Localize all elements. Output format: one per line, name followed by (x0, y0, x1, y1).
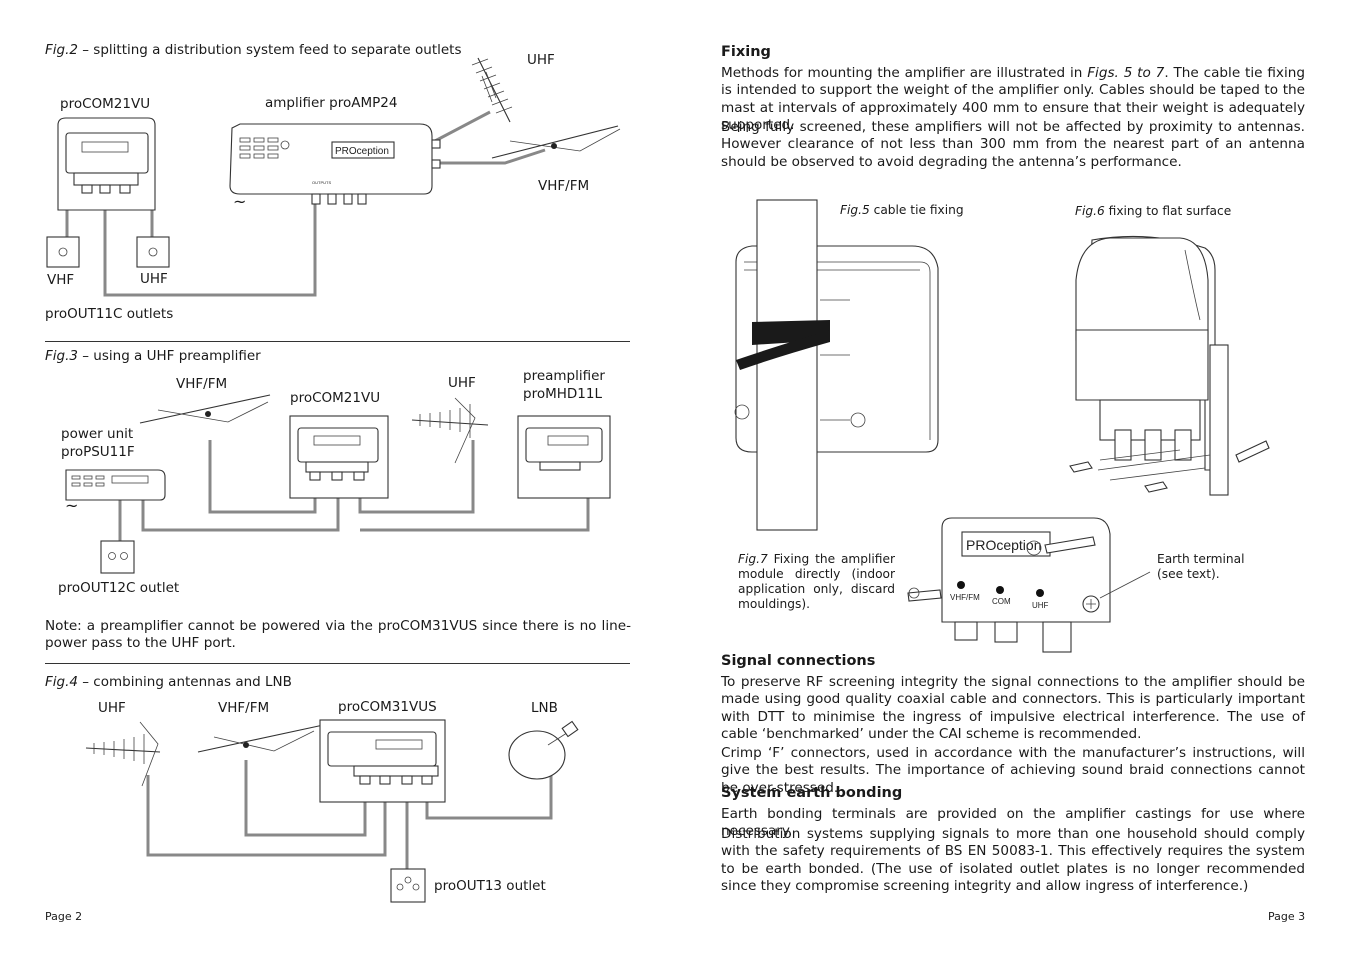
fig4-diagram (85, 719, 579, 903)
fig3-number: Fig.3 (45, 348, 78, 364)
signal-paragraph-1: To preserve RF screening integrity the s… (721, 674, 1305, 743)
fig7-earth-label-1: Earth terminal (1157, 552, 1245, 566)
fig4-outlet (390, 868, 426, 903)
fixing-figs-ref: Figs. 5 to 7 (1087, 65, 1165, 81)
fig3-outlet (100, 540, 135, 574)
fig2-vhf-antenna (491, 125, 621, 159)
fig6-caption: Fig.6 fixing to flat surface (1075, 204, 1232, 218)
fig2-outlets-label: proOUT11C outlets (45, 306, 174, 322)
fig2-amplifier-device: PROception OUTPUTS (229, 123, 441, 205)
fig3-cable-procom (141, 472, 340, 532)
fig6-illustration (1069, 235, 1270, 496)
divider-note-fig4 (45, 663, 630, 664)
fig4-outlet-label: proOUT13 outlet (434, 878, 546, 894)
fig3-procom-device (289, 415, 389, 499)
fig7-port-uhf: UHF (1032, 601, 1049, 610)
earth-paragraph-2: Distribution systems supplying signals t… (721, 826, 1305, 895)
fig3-preamp-label-2: proMHD11L (523, 386, 602, 402)
signal-paragraph-2: Crimp ‘F’ connectors, used in accordance… (721, 745, 1305, 796)
fig5-fig6-illustrations (734, 199, 1270, 531)
fig2-diagram: PROception OUTPUTS (46, 57, 621, 297)
fixing-heading: Fixing (721, 44, 771, 60)
fig4-cable-vhf (244, 760, 367, 837)
fixing-paragraph-2: Being fully screened, these amplifiers w… (721, 119, 1305, 170)
fig2-amp-outputs-label: OUTPUTS (312, 180, 331, 185)
fig2-uhf-outlet (136, 236, 170, 268)
fig2-vhf-outlet (46, 236, 80, 268)
fig3-preamp-label-1: preamplifier (523, 368, 605, 384)
fig2-cable-vhf-ant (433, 148, 546, 165)
page-number-left: Page 2 (45, 910, 83, 923)
fig2-procom-label: proCOM21VU (60, 96, 151, 112)
fig2-vhf-outlet-label: VHF (47, 272, 75, 288)
fig7-port-com: COM (992, 597, 1011, 606)
fig3-preamp-device (517, 415, 611, 499)
fig5-caption: Fig.5 cable tie fixing (840, 203, 964, 217)
fig3-psu-label-1: power unit (61, 426, 134, 442)
fig2-mains-symbol: ~ (233, 192, 247, 211)
fig2-cable-uhf-ant (432, 110, 491, 144)
fig4-procom-label: proCOM31VUS (338, 699, 437, 715)
fig2-amp-label: amplifier proAMP24 (265, 95, 398, 111)
fig3-diagram (65, 394, 611, 574)
fig7-earth-label-2: (see text). (1157, 567, 1220, 581)
earth-paragraph-1: Earth bonding terminals are provided on … (721, 806, 1305, 840)
fig4-vhf-antenna (197, 723, 329, 753)
fig4-vhf-antenna-label: VHF/FM (218, 700, 270, 716)
fig3-vhf-antenna (139, 394, 271, 424)
fig2-uhf-outlet-label: UHF (140, 271, 168, 287)
fig4-caption: Fig.4 – combining antennas and LNB (45, 674, 292, 690)
fig4-cable-uhf (146, 775, 387, 857)
fig2-caption: Fig.2 – splitting a distribution system … (45, 42, 462, 58)
fig3-uhf-antenna (411, 397, 489, 464)
fig5-illustration (734, 199, 939, 531)
fig4-uhf-antenna (85, 721, 161, 787)
fig2-cable-amp (103, 183, 317, 297)
fig7-brand: PROception (966, 537, 1041, 553)
fig3-outlet-label: proOUT12C outlet (58, 580, 180, 596)
fig3-vhf-antenna-label: VHF/FM (176, 376, 228, 392)
fig3-psu-device (65, 469, 166, 501)
fig2-uhf-antenna (471, 57, 513, 123)
fig4-lnb-label: LNB (531, 700, 558, 716)
fig7-number: Fig.7 (738, 552, 768, 566)
fig2-vhf-antenna-label: VHF/FM (538, 178, 590, 194)
fig4-number: Fig.4 (45, 674, 78, 690)
fig2-uhf-antenna-label: UHF (527, 52, 555, 68)
divider-fig2-fig3 (45, 341, 630, 342)
fig7-port-vhf: VHF/FM (950, 593, 980, 602)
fig4-procom-device (319, 719, 446, 803)
fig2-number: Fig.2 (45, 42, 78, 58)
fig3-caption: Fig.3 – using a UHF preamplifier (45, 348, 261, 364)
fig2-amp-brand: PROception (335, 146, 389, 157)
fig5-number: Fig.5 (840, 203, 870, 217)
fig3-procom-label: proCOM21VU (290, 390, 381, 406)
page-number-right: Page 3 (1268, 910, 1306, 923)
fig4-lnb-dish (508, 720, 579, 780)
earth-heading: System earth bonding (721, 785, 903, 801)
fig3-psu-label-2: proPSU11F (61, 444, 135, 460)
fig7-illustration: PROception VHF/FM COM UHF (907, 517, 1151, 653)
fig3-mains-symbol: ~ (65, 496, 79, 515)
fig3-note: Note: a preamplifier cannot be powered v… (45, 618, 631, 652)
fixing-paragraph-1: Methods for mounting the amplifier are i… (721, 65, 1305, 134)
signal-heading: Signal connections (721, 653, 876, 669)
fig6-number: Fig.6 (1075, 204, 1105, 218)
fig3-uhf-antenna-label: UHF (448, 375, 476, 391)
fig4-uhf-antenna-label: UHF (98, 700, 126, 716)
fig7-caption: Fig.7 Fixing the amplifier module direct… (738, 552, 895, 611)
fig2-procom-device (57, 117, 156, 211)
